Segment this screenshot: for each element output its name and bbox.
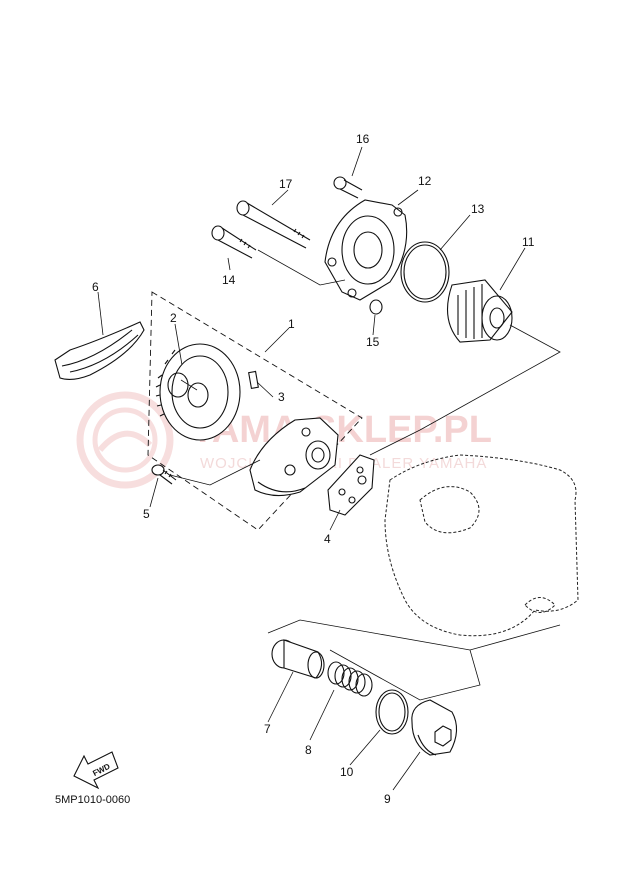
callout-15: 15: [366, 335, 380, 349]
diagram-code: 5MP1010-0060: [55, 794, 130, 806]
part-16-bolt: [333, 176, 363, 199]
pump-body: [249, 417, 339, 497]
part-3-pin: [248, 370, 259, 390]
engine-case: [384, 454, 579, 637]
part-7-plunger: [271, 639, 325, 679]
watermark-logo: [76, 391, 174, 489]
part-11-oil-filter: [446, 279, 513, 343]
callout-5: 5: [143, 507, 150, 521]
part-6-cover: [54, 321, 145, 381]
part-13-o-ring: [400, 241, 450, 303]
callout-leaders: [97, 146, 526, 791]
fwd-arrow-icon: FWD: [73, 751, 119, 790]
watermark-subtitle: WOJCIECHOWSKI DEALER YAMAHA: [200, 455, 487, 472]
part-15-o-ring: [369, 299, 383, 315]
callout-8: 8: [305, 743, 312, 757]
callout-7: 7: [264, 722, 271, 736]
part-8-spring: [327, 661, 373, 697]
callout-10: 10: [340, 765, 354, 779]
callout-6: 6: [92, 280, 99, 294]
callout-13: 13: [471, 202, 485, 216]
callout-14: 14: [222, 273, 236, 287]
callout-1: 1: [288, 317, 295, 331]
callout-16: 16: [356, 132, 370, 146]
callout-9: 9: [384, 792, 391, 806]
leader-lines: [169, 249, 561, 701]
part-2-gear: [155, 343, 241, 441]
part-9-plug: [411, 699, 458, 756]
callout-3: 3: [278, 390, 285, 404]
callout-12: 12: [418, 174, 432, 188]
callout-17: 17: [279, 177, 293, 191]
assembly-outline: [147, 291, 363, 531]
watermark-title: YAMA-SKLEP.PL: [190, 409, 492, 451]
part-10-o-ring: [375, 689, 409, 735]
callout-4: 4: [324, 532, 331, 546]
part-5-screw: [151, 464, 177, 485]
watermark: YAMA-SKLEP.PL WOJCIECHOWSKI DEALER YAMAH…: [76, 391, 492, 489]
part-4-gasket: [327, 454, 375, 516]
part-14-bolt: [211, 225, 257, 259]
callout-2: 2: [170, 311, 177, 325]
callout-11: 11: [522, 235, 535, 249]
part-17-bolt: [236, 200, 311, 249]
part-12-filter-cover: [324, 199, 408, 301]
